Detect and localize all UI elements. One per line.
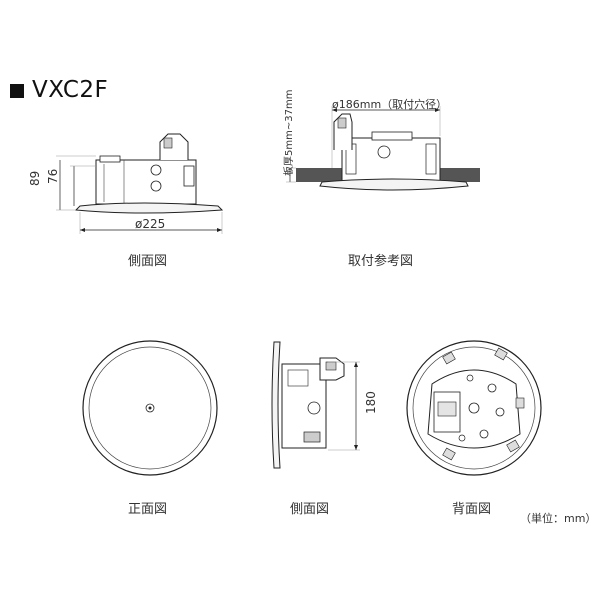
title-marker — [10, 84, 24, 98]
dim-diameter: ø225 — [135, 217, 166, 231]
caption-front-view: 正面図 — [128, 502, 168, 517]
dim-hole-diameter: ø186mm（取付穴径） — [332, 98, 448, 111]
dim-board-thickness: 板厚5mm~37mm — [284, 89, 295, 176]
mount-body — [341, 137, 441, 183]
caption-side-view-bottom: 側面図 — [290, 502, 330, 517]
caption-side-view-top: 側面図 — [128, 254, 168, 269]
mount-baffle — [319, 178, 469, 191]
baffle-plate — [74, 202, 224, 214]
side-view-drawing — [56, 133, 224, 234]
caption-back-view: 背面図 — [452, 502, 492, 517]
dim-height-side: 180 — [364, 391, 378, 414]
side-view-bottom-drawing — [271, 341, 360, 469]
side-baffle-edge — [271, 341, 281, 469]
unit-note: （単位：mm） — [520, 512, 597, 525]
model-title: VXC2F — [32, 77, 109, 103]
mounting-reference-drawing — [286, 106, 480, 191]
dim-height-body: 76 — [46, 168, 60, 184]
ceiling-board-right — [440, 168, 480, 182]
dim-height-total: 89 — [28, 170, 42, 186]
ceiling-board-left — [296, 168, 342, 182]
speaker-body — [95, 159, 197, 205]
front-view-drawing — [82, 340, 218, 476]
back-view-drawing — [406, 340, 542, 476]
caption-mounting-reference: 取付参考図 — [348, 254, 414, 269]
